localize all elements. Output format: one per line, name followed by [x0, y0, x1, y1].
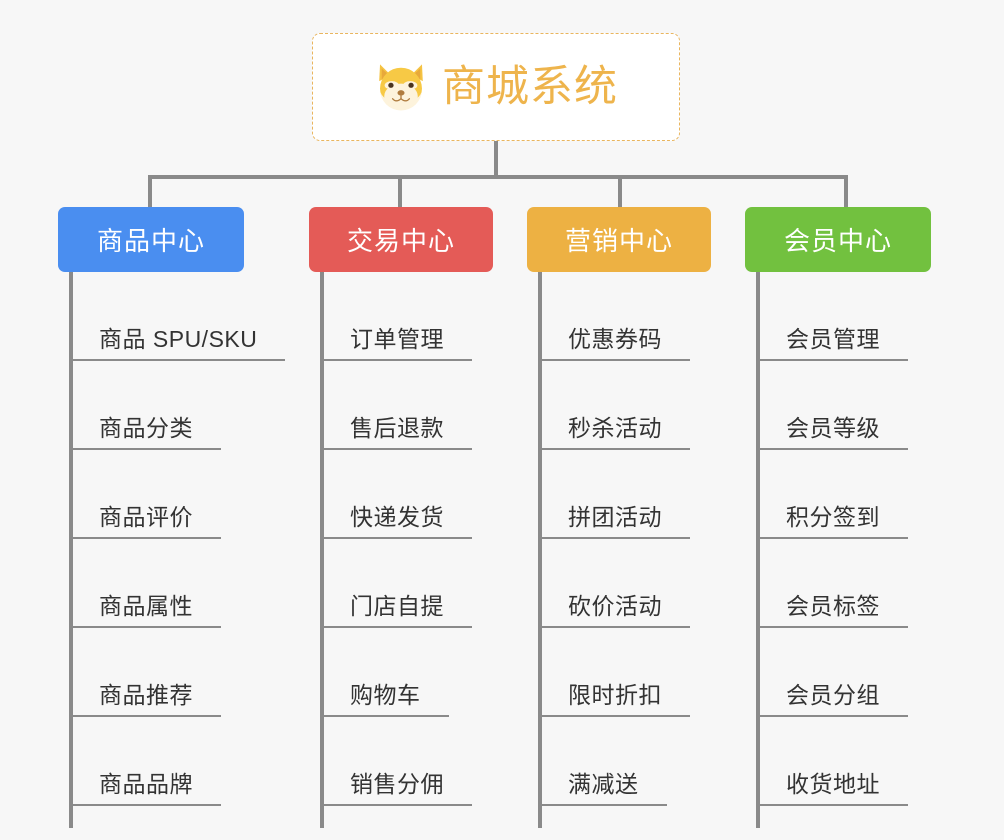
list-item-label: 满减送	[540, 771, 667, 806]
list-item[interactable]: 会员管理	[745, 272, 931, 361]
list-item-label: 积分签到	[758, 504, 908, 539]
category-header-member[interactable]: 会员中心	[745, 207, 931, 272]
list-item-label: 会员管理	[758, 326, 908, 361]
category-header-label: 交易中心	[346, 226, 455, 256]
list-item-label: 销售分佣	[322, 771, 472, 806]
list-item-label: 商品属性	[71, 593, 221, 628]
list-item[interactable]: 满减送	[527, 717, 711, 806]
connector-root-drop	[494, 141, 498, 177]
list-item-label: 商品推荐	[71, 682, 221, 717]
category-header-product[interactable]: 商品中心	[58, 207, 244, 272]
category-items-product: 商品 SPU/SKU 商品分类 商品评价 商品属性 商品推荐 商品品牌	[58, 272, 286, 828]
list-item-label: 拼团活动	[540, 504, 690, 539]
list-item[interactable]: 商品推荐	[58, 628, 244, 717]
connector-drop-trade	[398, 175, 402, 209]
list-item[interactable]: 会员分组	[745, 628, 931, 717]
list-item-label: 会员标签	[758, 593, 908, 628]
category-column-trade: 交易中心 订单管理 售后退款 快递发货 门店自提 购物车 销售分佣	[309, 207, 493, 828]
list-item[interactable]: 商品 SPU/SKU	[58, 272, 286, 361]
connector-spine-trade	[320, 272, 324, 828]
connector-spine-product	[69, 272, 73, 828]
list-item-label: 商品品牌	[71, 771, 221, 806]
category-header-trade[interactable]: 交易中心	[309, 207, 493, 272]
category-header-label: 商品中心	[96, 226, 205, 256]
list-item-label: 砍价活动	[540, 593, 690, 628]
list-item[interactable]: 商品属性	[58, 539, 244, 628]
connector-drop-marketing	[618, 175, 622, 209]
list-item[interactable]: 优惠券码	[527, 272, 711, 361]
list-item[interactable]: 收货地址	[745, 717, 931, 806]
list-item[interactable]: 商品品牌	[58, 717, 244, 806]
list-item[interactable]: 会员等级	[745, 361, 931, 450]
list-item-label: 商品 SPU/SKU	[71, 326, 286, 361]
list-item[interactable]: 商品评价	[58, 450, 244, 539]
list-item-label: 会员分组	[758, 682, 908, 717]
list-item-label: 优惠券码	[540, 326, 690, 361]
list-item-label: 收货地址	[758, 771, 908, 806]
connector-spine-member	[756, 272, 760, 828]
list-item-label: 售后退款	[322, 415, 472, 450]
list-item[interactable]: 购物车	[309, 628, 493, 717]
list-item-label: 订单管理	[322, 326, 472, 361]
list-item[interactable]: 限时折扣	[527, 628, 711, 717]
list-item-label: 门店自提	[322, 593, 472, 628]
list-item[interactable]: 积分签到	[745, 450, 931, 539]
category-header-label: 会员中心	[783, 226, 892, 256]
list-item-label: 限时折扣	[540, 682, 690, 717]
list-item[interactable]: 砍价活动	[527, 539, 711, 628]
connector-bus	[148, 175, 848, 179]
category-items-member: 会员管理 会员等级 积分签到 会员标签 会员分组 收货地址	[745, 272, 931, 828]
list-item-label: 商品分类	[71, 415, 221, 450]
connector-drop-member	[844, 175, 848, 209]
list-item[interactable]: 售后退款	[309, 361, 493, 450]
list-item-label: 商品评价	[71, 504, 221, 539]
list-item-label: 会员等级	[758, 415, 908, 450]
list-item[interactable]: 门店自提	[309, 539, 493, 628]
shiba-dog-icon	[374, 61, 428, 113]
root-title: 商城系统	[442, 62, 618, 111]
category-column-marketing: 营销中心 优惠券码 秒杀活动 拼团活动 砍价活动 限时折扣 满减送	[527, 207, 711, 828]
list-item-label: 快递发货	[322, 504, 472, 539]
list-item-label: 秒杀活动	[540, 415, 690, 450]
list-item[interactable]: 会员标签	[745, 539, 931, 628]
list-item[interactable]: 快递发货	[309, 450, 493, 539]
category-column-member: 会员中心 会员管理 会员等级 积分签到 会员标签 会员分组 收货地址	[745, 207, 931, 828]
list-item-label: 购物车	[322, 682, 449, 717]
category-items-trade: 订单管理 售后退款 快递发货 门店自提 购物车 销售分佣	[309, 272, 493, 828]
list-item[interactable]: 拼团活动	[527, 450, 711, 539]
category-items-marketing: 优惠券码 秒杀活动 拼团活动 砍价活动 限时折扣 满减送	[527, 272, 711, 828]
list-item[interactable]: 销售分佣	[309, 717, 493, 806]
list-item[interactable]: 商品分类	[58, 361, 244, 450]
category-header-label: 营销中心	[564, 226, 673, 256]
category-header-marketing[interactable]: 营销中心	[527, 207, 711, 272]
list-item[interactable]: 秒杀活动	[527, 361, 711, 450]
category-column-product: 商品中心 商品 SPU/SKU 商品分类 商品评价 商品属性 商品推荐 商品品牌	[58, 207, 286, 828]
connector-spine-marketing	[538, 272, 542, 828]
root-node[interactable]: 商城系统	[312, 33, 680, 141]
connector-drop-product	[148, 175, 152, 209]
list-item[interactable]: 订单管理	[309, 272, 493, 361]
